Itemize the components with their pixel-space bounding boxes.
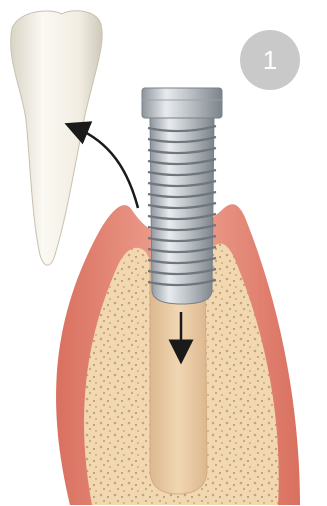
step-badge: 1	[240, 30, 300, 90]
step-number: 1	[263, 45, 277, 75]
extracted-tooth-icon	[11, 11, 103, 265]
curved-arrow-icon	[76, 128, 138, 208]
dental-implant-icon	[142, 88, 222, 304]
